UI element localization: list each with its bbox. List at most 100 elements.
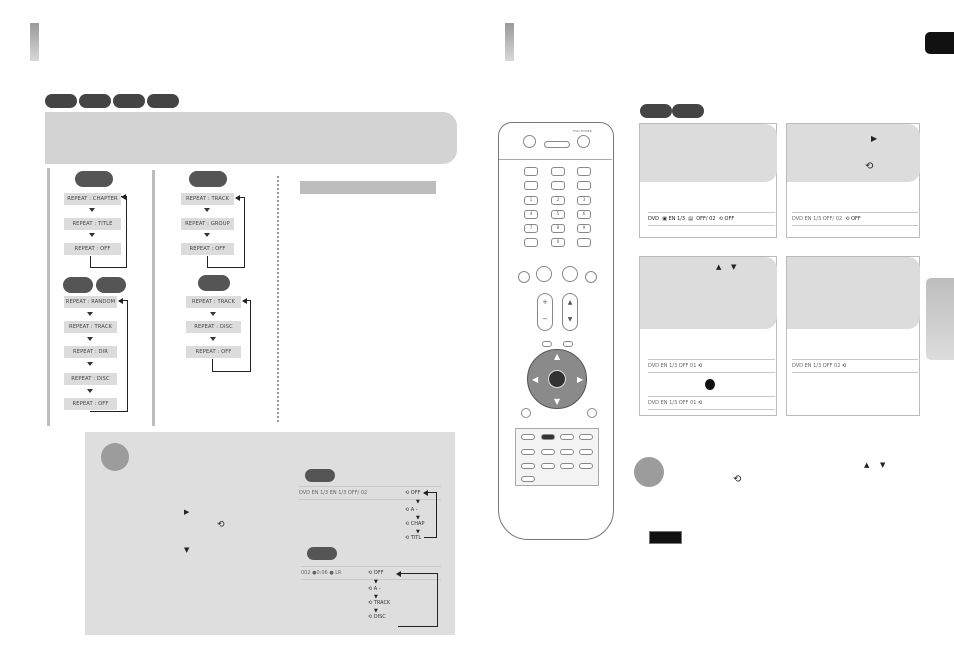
step-circle-right <box>634 457 664 487</box>
remote-button[interactable] <box>524 238 538 247</box>
loop-arrow-icon <box>242 298 247 304</box>
loop-arrow-icon <box>235 195 240 201</box>
step-card-1-header <box>640 124 777 182</box>
repeat-icon: ⟲ <box>697 363 703 369</box>
dpad[interactable]: ▲ ▼ ◀ ▶ <box>527 349 587 409</box>
mode-switch[interactable] <box>544 141 570 148</box>
play-icon: ▶ <box>871 134 878 143</box>
dvd-chain-1: ⟲ OFF <box>405 490 421 496</box>
remote-button[interactable] <box>577 238 591 247</box>
right-title-bar <box>505 23 514 61</box>
cd-loop-line <box>212 300 251 372</box>
right-arrow-icon[interactable]: ▶ <box>577 375 584 384</box>
num-7-button[interactable]: 7 <box>524 224 538 233</box>
vcd-disc-icon <box>189 171 227 187</box>
column-divider-1 <box>47 168 50 426</box>
skip-forward-button[interactable] <box>585 271 597 283</box>
cd-chain-4: ⟲ DISC <box>368 614 386 620</box>
remote-button[interactable] <box>560 449 574 455</box>
remote-button[interactable] <box>577 167 591 176</box>
remote-button[interactable] <box>579 463 593 469</box>
remote-button[interactable] <box>521 476 535 482</box>
vcd-loop-line <box>207 197 245 268</box>
flow-arrow <box>87 337 93 341</box>
remote-button[interactable] <box>524 181 538 190</box>
up-arrow-icon: ▲ <box>864 461 870 469</box>
down-arrow-icon[interactable]: ▼ <box>554 397 561 406</box>
audio-icon: ▤ <box>688 216 694 222</box>
card1-osd: DVD ▣ EN 1/3 ▤ OFF/ 02 ⟲ OFF <box>648 216 735 222</box>
remote-button[interactable] <box>541 463 555 469</box>
osd-rule <box>792 359 918 360</box>
osd-rule <box>648 372 775 373</box>
num-0-button[interactable]: 0 <box>551 238 565 247</box>
num-4-button[interactable]: 4 <box>524 210 538 219</box>
remote-button[interactable] <box>577 181 591 190</box>
dvd-power-button[interactable] <box>577 135 590 148</box>
num-2-button[interactable]: 2 <box>551 196 565 205</box>
remote-button[interactable] <box>560 463 574 469</box>
loop-arrow-icon <box>118 298 123 304</box>
vcd-loop-top <box>236 197 245 198</box>
remote-button[interactable] <box>521 434 535 440</box>
subtitle-icon: ▣ <box>662 216 667 222</box>
card2-osd: DVD EN 1/3 OFF/ 02 ⟲ OFF <box>792 216 861 222</box>
step-card-4-header <box>787 257 920 329</box>
play-pause-button[interactable] <box>562 266 578 282</box>
dvd-repeat-3: REPEAT : OFF <box>64 243 121 255</box>
note-label-box <box>649 531 682 544</box>
left-title-bar <box>30 23 39 61</box>
cd-chain-3: ⟲ TRACK <box>368 600 391 606</box>
num-1-button[interactable]: 1 <box>524 196 538 205</box>
remote-button[interactable] <box>521 449 535 455</box>
tuning-rocker[interactable]: ▲▼ <box>562 293 578 331</box>
volume-rocker[interactable]: +− <box>537 293 553 331</box>
card4-osd: DVD EN 1/3 OFF 02 ⟲ <box>792 363 847 369</box>
chain-arrow: ▼ <box>416 515 420 521</box>
loop-arrow-icon <box>396 571 401 577</box>
remote-button[interactable] <box>551 181 565 190</box>
cd-repeat-2: REPEAT : DISC <box>186 321 241 333</box>
repeat-icon: ⟲ <box>697 400 703 406</box>
left-arrow-icon[interactable]: ◀ <box>532 375 539 384</box>
remote-button[interactable] <box>579 449 593 455</box>
cd-loop-top <box>243 300 251 301</box>
repeat-button[interactable] <box>541 434 555 440</box>
cd-osd-loop <box>398 573 438 627</box>
info-icon <box>705 379 715 390</box>
osd-rule <box>648 396 775 397</box>
num-9-button[interactable]: 9 <box>577 224 591 233</box>
menu-button[interactable] <box>542 341 552 347</box>
return-button[interactable] <box>521 408 531 418</box>
down-arrow-icon: ▼ <box>880 461 886 469</box>
num-6-button[interactable]: 6 <box>577 210 591 219</box>
dotted-divider <box>277 176 279 422</box>
remote-button[interactable] <box>551 167 565 176</box>
mp3-disc-icon-a <box>63 277 93 293</box>
repeat-icon: ⟲ <box>718 216 723 222</box>
cd-chain-2: ⟲ A - <box>368 586 381 592</box>
remote-button[interactable] <box>579 434 593 440</box>
remote-button[interactable] <box>541 449 555 455</box>
stop-button[interactable] <box>536 266 552 282</box>
num-8-button[interactable]: 8 <box>551 224 565 233</box>
num-5-button[interactable]: 5 <box>551 210 565 219</box>
step-panel <box>85 432 455 635</box>
exit-button[interactable] <box>587 408 597 418</box>
enter-button[interactable] <box>548 370 566 388</box>
flow-arrow <box>210 312 216 316</box>
flow-arrow <box>87 389 93 393</box>
skip-back-button[interactable] <box>518 271 530 283</box>
mp3-repeat-4: REPEAT : DISC <box>64 373 117 385</box>
remote-button[interactable] <box>524 167 538 176</box>
remote-button[interactable] <box>560 434 574 440</box>
info-button[interactable] <box>563 341 573 347</box>
dvd-loop-drop <box>90 256 91 268</box>
tv-power-button[interactable] <box>523 135 536 148</box>
dvd-osd-loop <box>424 492 437 538</box>
num-3-button[interactable]: 3 <box>577 196 591 205</box>
remote-button[interactable] <box>521 463 535 469</box>
osd-rule <box>299 499 441 500</box>
up-arrow-icon[interactable]: ▲ <box>554 352 561 361</box>
down-arrow-icon: ▼ <box>731 263 737 271</box>
